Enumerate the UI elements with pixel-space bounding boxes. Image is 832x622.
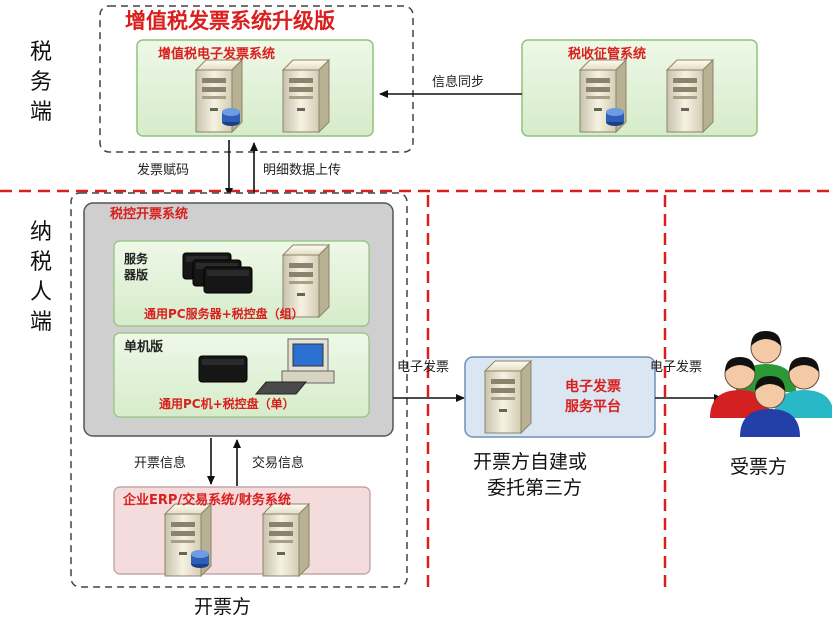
platform-caption-line1: 开票方自建或 — [473, 451, 588, 473]
tax-side-label: 税务端 — [30, 40, 53, 125]
tax-disk-single-icon — [198, 355, 248, 383]
server-edition-label: 服务器版 — [124, 252, 149, 282]
upload-details-label: 明细数据上传 — [263, 163, 342, 178]
control-system-title: 税控开票系统 — [110, 207, 189, 222]
upgrade-system-title: 增值税发票系统升级版 — [125, 9, 335, 33]
einvoice-label-1: 电子发票 — [397, 360, 450, 375]
trade-info-label: 交易信息 — [252, 456, 305, 471]
server-edition-caption: 通用PC服务器+税控盘（组） — [144, 307, 304, 321]
sync-label: 信息同步 — [432, 75, 485, 90]
receiver-people-icon — [709, 330, 832, 438]
platform-server-icon — [484, 360, 532, 434]
collection-system-title: 税收征管系统 — [568, 47, 647, 62]
issuer-label: 开票方 — [194, 596, 252, 618]
standalone-edition-label: 单机版 — [124, 340, 164, 355]
einvoice-system-title: 增值税电子发票系统 — [158, 47, 276, 62]
taxpayer-side-label: 纳税人端 — [30, 220, 53, 335]
einvoice-label-2: 电子发票 — [650, 360, 703, 375]
platform-title-line2: 服务平台 — [565, 399, 621, 415]
tax-disk-card-3-icon — [203, 266, 253, 294]
pc-workstation-icon — [254, 338, 335, 395]
issuer-info-label: 开票信息 — [134, 456, 187, 471]
assign-code-label: 发票赋码 — [137, 163, 190, 178]
collection-database-icon — [606, 108, 624, 126]
collection-server-2-icon — [666, 59, 714, 133]
platform-caption-line2: 委托第三方 — [487, 477, 583, 499]
erp-server-2-icon — [262, 503, 310, 577]
erp-title: 企业ERP/交易系统/财务系统 — [123, 493, 291, 508]
einvoice-server-2-icon — [282, 59, 330, 133]
erp-database-icon — [191, 550, 209, 568]
receiver-label: 受票方 — [730, 456, 788, 478]
standalone-edition-caption: 通用PC机+税控盘（单） — [159, 397, 295, 411]
einvoice-database-icon — [222, 108, 240, 126]
platform-title-line1: 电子发票 — [565, 379, 621, 395]
